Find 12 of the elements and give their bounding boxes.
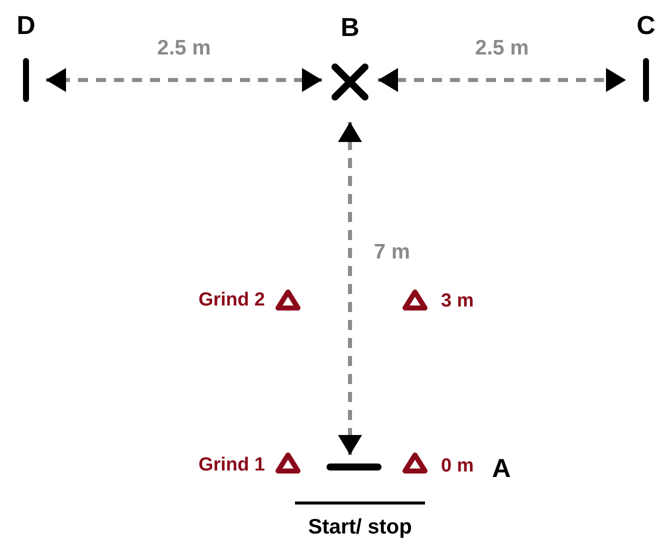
point-label: C <box>636 12 656 38</box>
point-label: B <box>340 14 360 40</box>
dashed-arrow <box>378 68 626 92</box>
dashed-arrow <box>46 68 322 92</box>
dashed-arrow <box>338 122 362 455</box>
distance-label: 3 m <box>441 292 474 310</box>
cone-label: Grind 1 <box>198 456 265 474</box>
distance-label: 0 m <box>441 456 474 476</box>
caption-text: Start/ stop <box>308 516 412 538</box>
point-label: A <box>492 455 511 481</box>
point-label: D <box>16 12 36 38</box>
cone-label: Grind 2 <box>198 290 265 310</box>
